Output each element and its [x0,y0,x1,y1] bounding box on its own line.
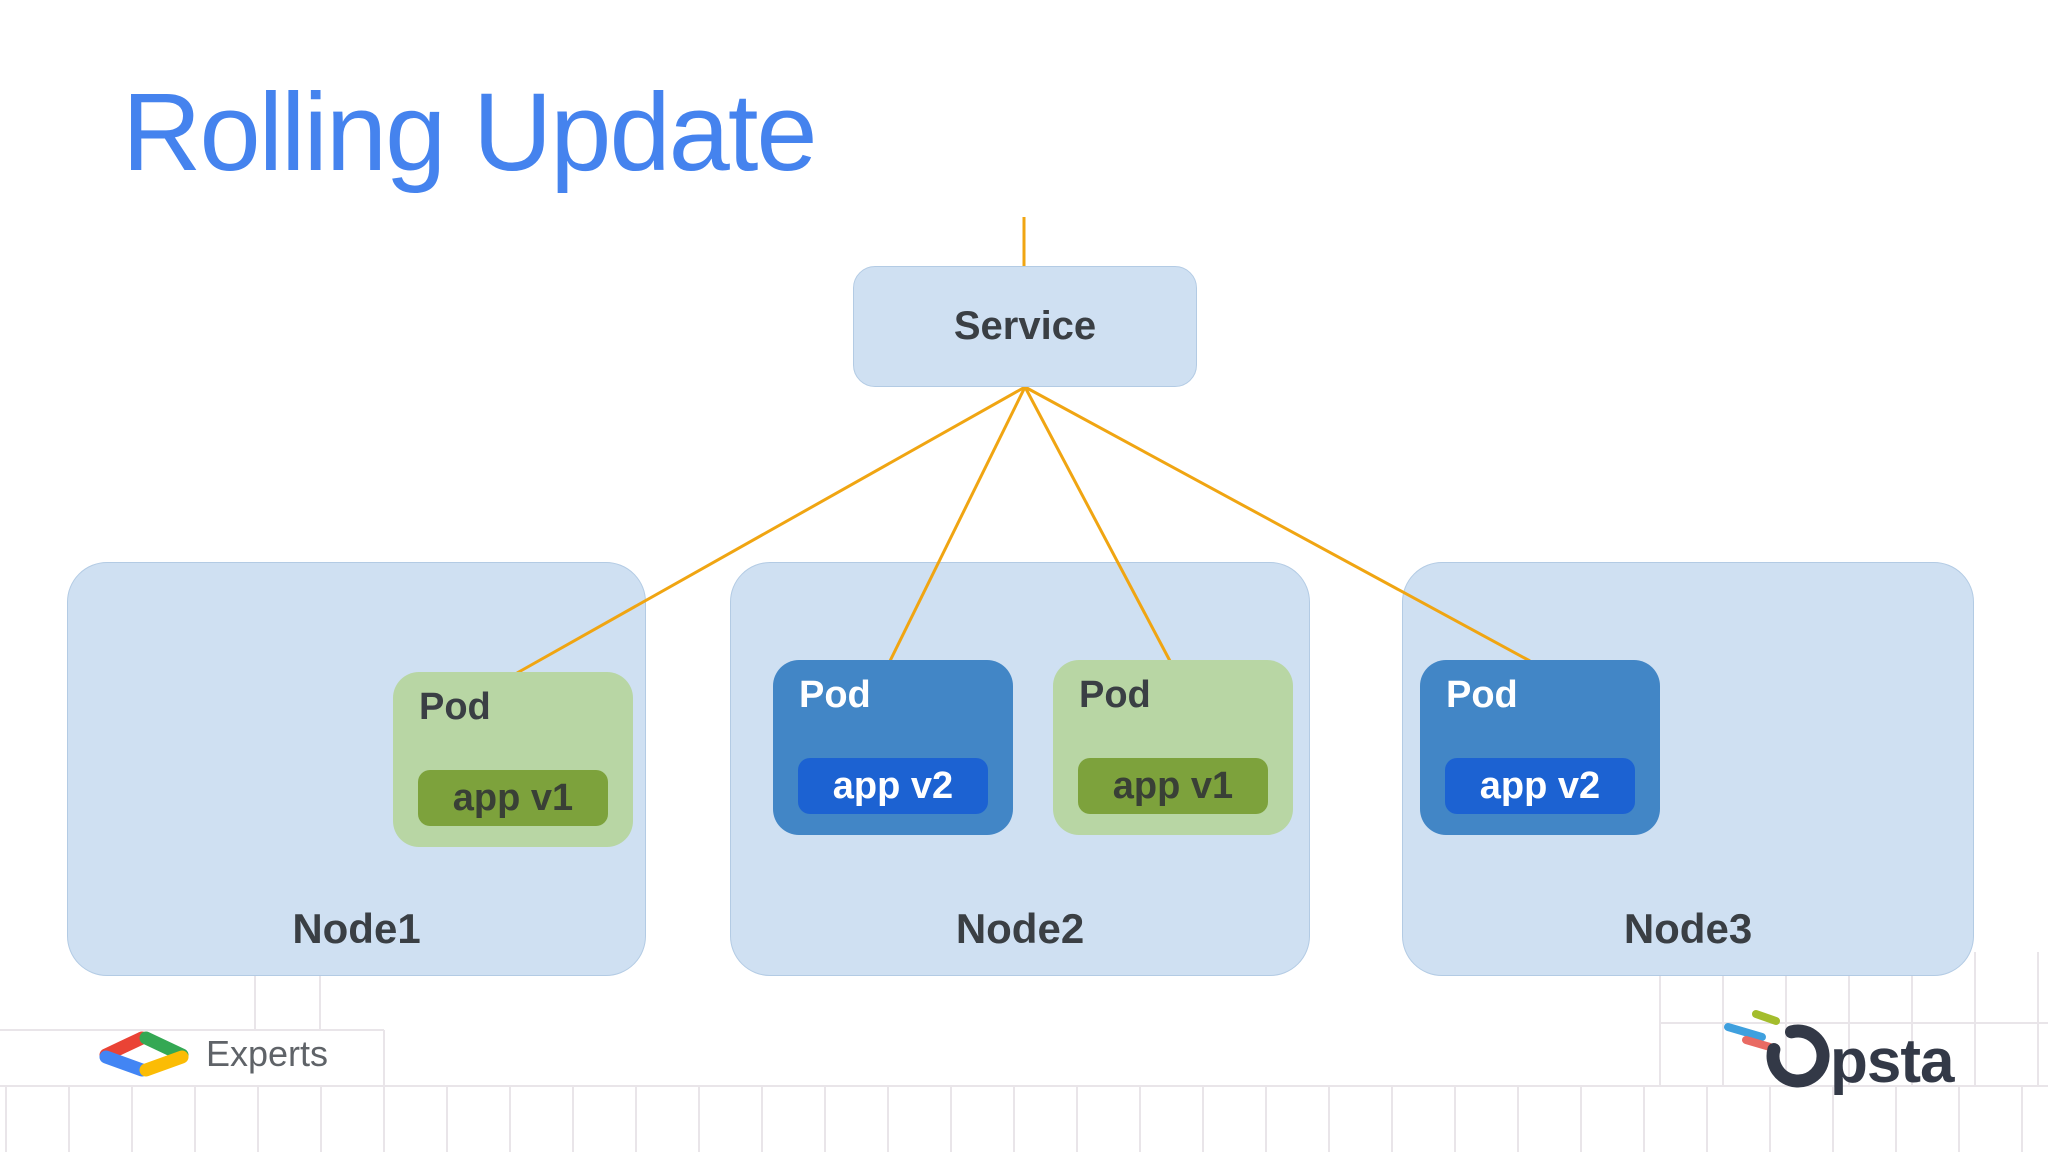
app-version-badge: app v2 [1445,758,1635,814]
app-version-badge: app v2 [798,758,988,814]
experts-label: Experts [206,1033,329,1074]
opsta-wordmark-tail: psta [1830,1027,1955,1096]
pod-label: Pod [1079,674,1151,716]
app-version-badge: app v1 [1078,758,1268,814]
pod-node1-app-v1: Pod app v1 [393,672,633,847]
opsta-dash-red [1742,1036,1774,1051]
opsta-o-ring [1766,1024,1830,1088]
experts-logo: Experts [92,1030,328,1078]
node-label: Node1 [292,905,421,952]
code-chevrons-icon [99,1031,189,1077]
opsta-dash-blue [1724,1023,1766,1041]
pod-node2-app-v1: Pod app v1 [1053,660,1293,835]
node-label: Node3 [1623,905,1753,952]
opsta-logo: psta [1724,1010,1956,1096]
pod-label: Pod [419,686,491,728]
service-label: Service [953,304,1097,348]
node-label: Node2 [955,905,1085,952]
service-box: Service [853,266,1197,387]
page-title: Rolling Update [122,71,818,194]
opsta-dash-green [1752,1010,1780,1025]
pod-label: Pod [1446,674,1518,716]
pod-node2-app-v2: Pod app v2 [773,660,1013,835]
app-version-badge: app v1 [418,770,608,826]
pod-node3-app-v2: Pod app v2 [1420,660,1660,835]
pod-label: Pod [799,674,871,716]
